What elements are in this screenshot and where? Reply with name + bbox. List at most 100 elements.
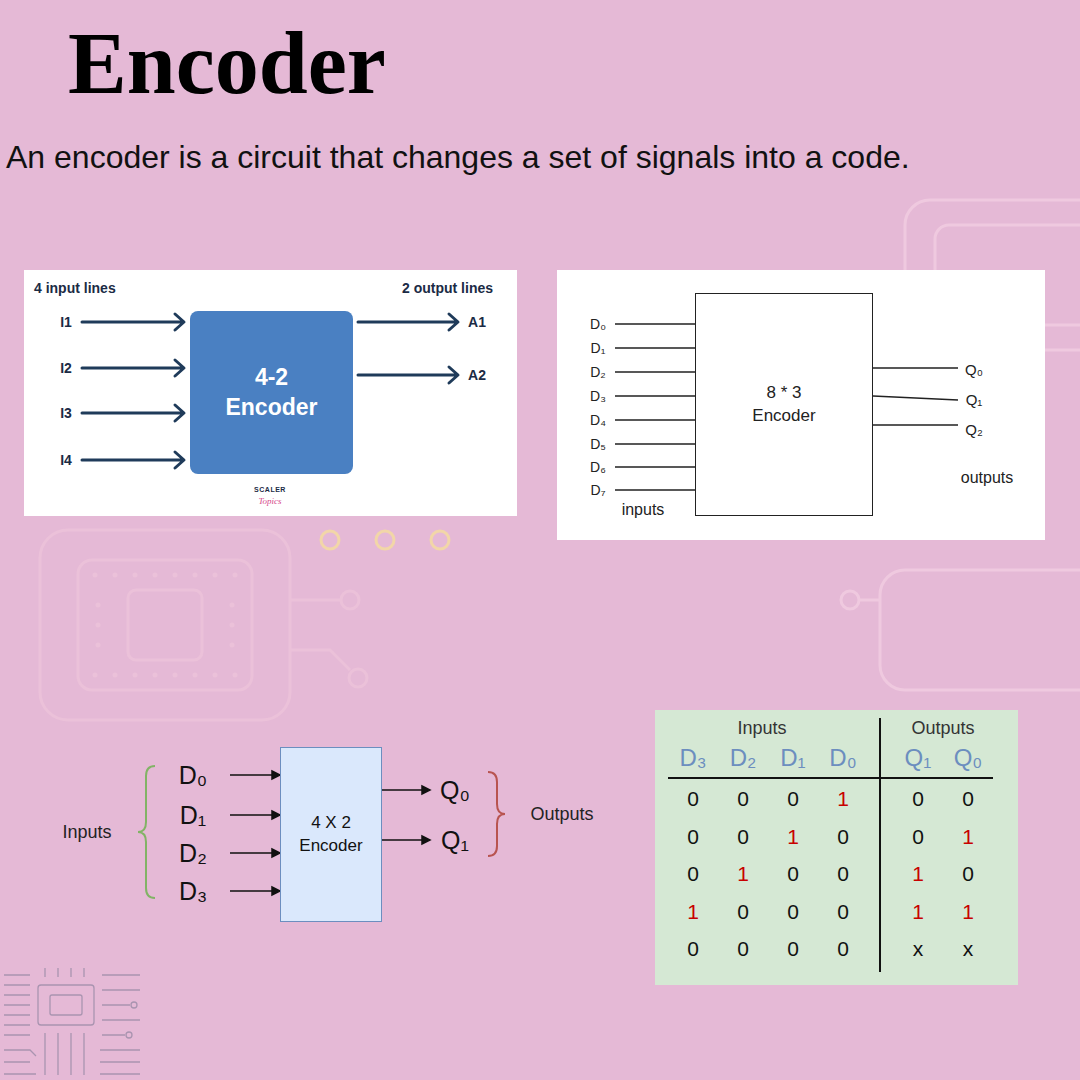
table-cell: 1 [962,900,974,924]
panel-heading: 2 output lines [402,280,493,296]
table-rule [668,777,993,779]
table-cell: 0 [837,862,849,886]
table-panel [655,710,1018,985]
circuit-dots [96,643,101,648]
circuit-dots [213,573,218,578]
table-cell: 1 [837,787,849,811]
input-arrow [272,811,280,819]
output-wire [873,368,958,425]
circuit-decoration [880,570,1080,690]
table-cell: 0 [912,787,924,811]
circuit-dots [93,573,98,578]
chip-icon [4,968,140,1075]
input-arrow [272,849,280,857]
image-panel [557,270,1045,540]
circuit-dots [230,643,235,648]
image-panel [24,270,517,516]
table-cell: 0 [912,825,924,849]
chip-icon [38,985,94,1025]
output-arrow [381,786,430,844]
circuit-dots [93,573,238,678]
pin-label: I3 [60,405,72,421]
table-cell: 1 [912,862,924,886]
input-wire [615,324,695,490]
table-cell: 0 [687,787,699,811]
circuit-dots [193,573,198,578]
column-header: D₀ [829,744,856,772]
circuit-decoration [859,599,880,602]
pin-label: D₂ [179,839,207,868]
circuit-dots [173,673,178,678]
pin-label: D₃ [590,388,606,404]
group-label: outputs [961,469,1013,487]
circuit-dots [233,673,238,678]
circuit-decoration [78,560,252,690]
table-heading: Inputs [737,718,786,739]
group-label: Outputs [530,804,593,825]
pin-label: D₀ [179,761,207,790]
table-cell: 0 [962,787,974,811]
chip-icon [45,968,84,977]
column-header: D₃ [679,744,706,772]
table-cell: 1 [787,825,799,849]
chip-icon [126,1032,132,1038]
circuit-dots [230,623,235,628]
column-header: D₂ [730,744,757,772]
circuit-dots [193,673,198,678]
chip-icon [102,975,140,1035]
circuit-dots [113,573,118,578]
block-name: 4-2 Encoder [216,363,328,423]
encoder-block: 8 * 3 Encoder [695,293,873,516]
table-cell: 0 [737,787,749,811]
circuit-dots [113,673,118,678]
output-brace [488,772,505,856]
circuit-dots [93,673,98,678]
block-name: 4 X 2 Encoder [290,812,372,856]
pin-label: D₆ [590,459,606,475]
input-arrow [82,314,184,468]
output-arrow [358,314,458,330]
table-cell: 1 [687,900,699,924]
table-cell: 0 [687,862,699,886]
chip-icon [50,995,82,1015]
pin-label: Q₀ [965,361,983,378]
pin-label: D₄ [590,412,606,428]
pin-label: A1 [468,314,486,330]
output-wire [873,368,958,425]
pin-label: D₃ [179,877,207,906]
input-arrow [272,887,280,895]
output-arrow [381,790,423,840]
pin-label: D₇ [591,482,606,498]
table-cell: 0 [787,862,799,886]
input-arrow [82,405,184,421]
circuit-dots [173,573,178,578]
output-arrow [358,314,458,383]
input-arrow [82,360,184,376]
table-cell: 0 [837,900,849,924]
pin-label: Q₁ [966,391,983,408]
output-arrow [422,786,430,794]
pin-label: Q₀ [440,776,470,805]
circuit-dots [153,673,158,678]
table-cell: 1 [912,900,924,924]
page-title: Encoder [68,20,386,108]
input-arrow [82,314,184,330]
circuit-dots [233,573,238,578]
table-heading: Outputs [911,718,974,739]
circuit-dots [96,623,101,628]
column-header: D₁ [780,744,805,772]
pin-label: I1 [60,314,72,330]
output-arrow [422,836,430,844]
circuit-dots [96,603,101,608]
table-cell: 0 [737,825,749,849]
logo-text: Topics [258,496,281,506]
input-arrow [82,452,184,468]
table-cell: x [913,937,924,961]
pin-label: D₁ [591,340,606,356]
column-header: Q₁ [905,744,932,772]
table-rule [879,718,881,972]
table-cell: 0 [787,787,799,811]
yellow-circuit-rings [321,531,339,549]
circuit-dots [230,603,235,608]
circuit-decoration [128,590,202,660]
